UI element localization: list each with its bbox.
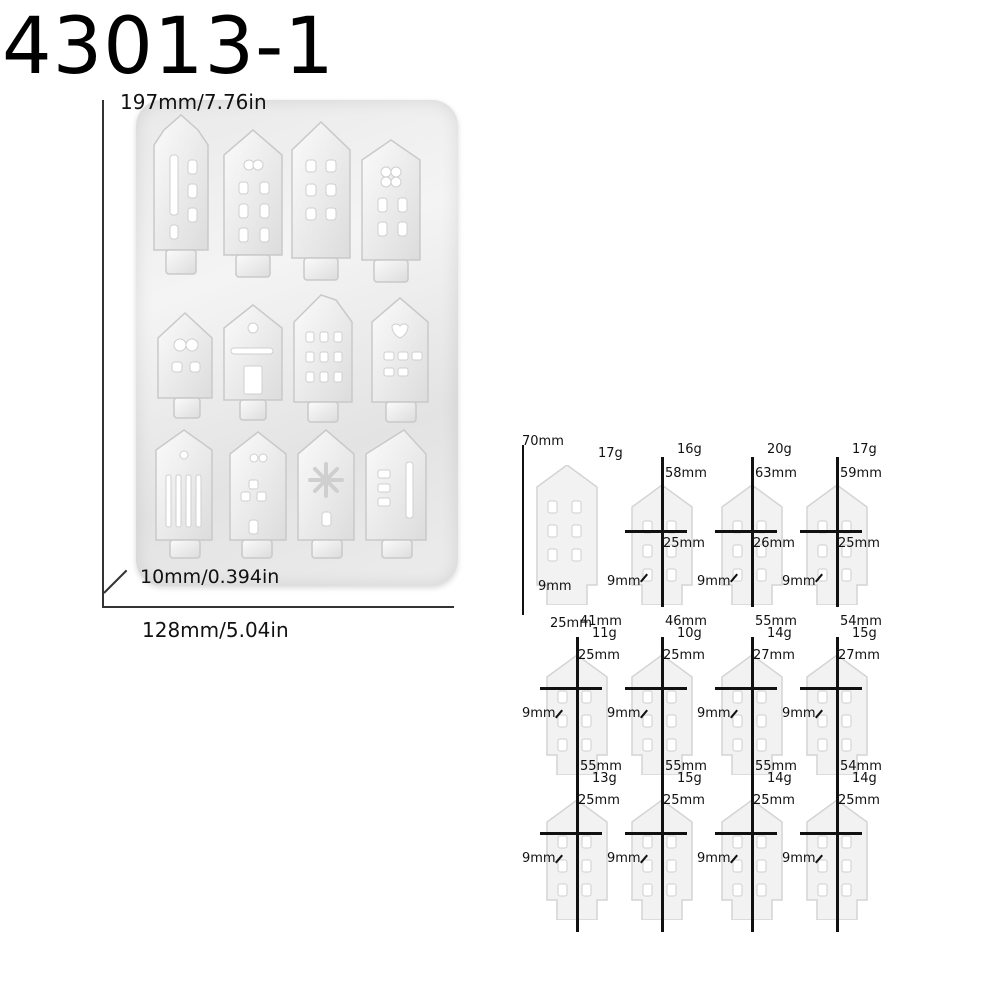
height-measure-line xyxy=(576,637,579,787)
height-dimension-line xyxy=(102,100,104,608)
height-measure-line xyxy=(751,637,754,787)
piece-height-label: 55mm xyxy=(755,759,797,774)
piece-weight-label: 15g xyxy=(852,626,877,641)
piece-weight-label: 14g xyxy=(767,626,792,641)
piece-height-label: 55mm xyxy=(665,759,707,774)
mold-height-label: 197mm/7.76in xyxy=(120,90,267,114)
width-measure-line xyxy=(715,530,777,533)
piece-width-label: 25mm xyxy=(838,793,880,808)
piece-base-label: 9mm xyxy=(538,579,572,594)
piece-base-label: 9mm xyxy=(522,851,556,866)
mold-tray-image xyxy=(136,100,458,586)
height-measure-line xyxy=(576,782,579,932)
piece-card: 17g 59mm 25mm 9mm xyxy=(782,435,882,607)
piece-base-label: 9mm xyxy=(697,574,731,589)
piece-base-label: 9mm xyxy=(607,706,641,721)
piece-base-label: 9mm xyxy=(697,851,731,866)
piece-card: 16g 58mm 25mm 9mm xyxy=(607,435,707,607)
piece-width-label: 27mm xyxy=(753,648,795,663)
piece-width-label: 25mm xyxy=(663,793,705,808)
piece-weight-label: 14g xyxy=(852,771,877,786)
piece-weight-label: 11g xyxy=(592,626,617,641)
piece-height-label: 54mm xyxy=(840,759,882,774)
height-measure-line xyxy=(751,782,754,932)
piece-base-label: 9mm xyxy=(522,706,556,721)
piece-base-label: 9mm xyxy=(782,851,816,866)
piece-width-label: 25mm xyxy=(663,536,705,551)
piece-weight-label: 20g xyxy=(767,442,792,457)
piece-base-label: 9mm xyxy=(607,574,641,589)
width-measure-line xyxy=(540,687,602,690)
piece-width-label: 25mm xyxy=(578,648,620,663)
width-measure-line xyxy=(800,832,862,835)
piece-width-label: 27mm xyxy=(838,648,880,663)
piece-weight-label: 13g xyxy=(592,771,617,786)
piece-width-label: 25mm xyxy=(838,536,880,551)
width-measure-line xyxy=(715,832,777,835)
mold-depth-label: 10mm/0.394in xyxy=(140,566,280,588)
piece-width-label: 25mm xyxy=(663,648,705,663)
piece-weight-label: 17g xyxy=(598,446,623,461)
piece-height-label: 55mm xyxy=(755,614,797,629)
piece-width-label: 25mm xyxy=(578,793,620,808)
height-measure-line xyxy=(661,782,664,932)
piece-height-label: 41mm xyxy=(580,614,622,629)
piece-height-label: 63mm xyxy=(755,466,797,481)
width-measure-line xyxy=(625,530,687,533)
piece-width-label: 25mm xyxy=(753,793,795,808)
height-measure-line xyxy=(522,445,524,615)
house-piece-icon xyxy=(536,465,598,605)
height-measure-line xyxy=(836,782,839,932)
piece-weight-label: 15g xyxy=(677,771,702,786)
piece-width-label: 26mm xyxy=(753,536,795,551)
width-measure-line xyxy=(800,687,862,690)
piece-height-label: 46mm xyxy=(665,614,707,629)
piece-base-label: 9mm xyxy=(782,574,816,589)
piece-base-label: 9mm xyxy=(607,851,641,866)
width-measure-line xyxy=(625,832,687,835)
piece-base-label: 9mm xyxy=(782,706,816,721)
height-measure-line xyxy=(836,637,839,787)
height-measure-line xyxy=(661,637,664,787)
mold-cavities xyxy=(153,113,429,559)
width-measure-line xyxy=(800,530,862,533)
width-measure-line xyxy=(625,687,687,690)
piece-card: 20g 63mm 26mm 9mm xyxy=(697,435,797,607)
piece-card: 70mm 17g 25mm 9mm xyxy=(520,434,623,630)
depth-dimension-line xyxy=(103,569,128,594)
piece-width-label: 25mm xyxy=(550,616,592,631)
pieces-dimension-sheet: 70mm 17g 25mm 9mm 16g 58mm 25mm 9mm 20g 63mm 26mm 9… xyxy=(490,425,1000,1000)
product-code: 43013-1 xyxy=(2,2,335,92)
width-dimension-line xyxy=(102,606,454,608)
piece-height-label: 70mm xyxy=(522,434,564,449)
width-measure-line xyxy=(540,832,602,835)
piece-height-label: 58mm xyxy=(665,466,707,481)
piece-height-label: 54mm xyxy=(840,614,882,629)
piece-weight-label: 16g xyxy=(677,442,702,457)
piece-weight-label: 10g xyxy=(677,626,702,641)
piece-height-label: 55mm xyxy=(580,759,622,774)
piece-height-label: 59mm xyxy=(840,466,882,481)
piece-weight-label: 17g xyxy=(852,442,877,457)
piece-base-label: 9mm xyxy=(697,706,731,721)
mold-width-label: 128mm/5.04in xyxy=(142,618,289,642)
width-measure-line xyxy=(715,687,777,690)
piece-weight-label: 14g xyxy=(767,771,792,786)
